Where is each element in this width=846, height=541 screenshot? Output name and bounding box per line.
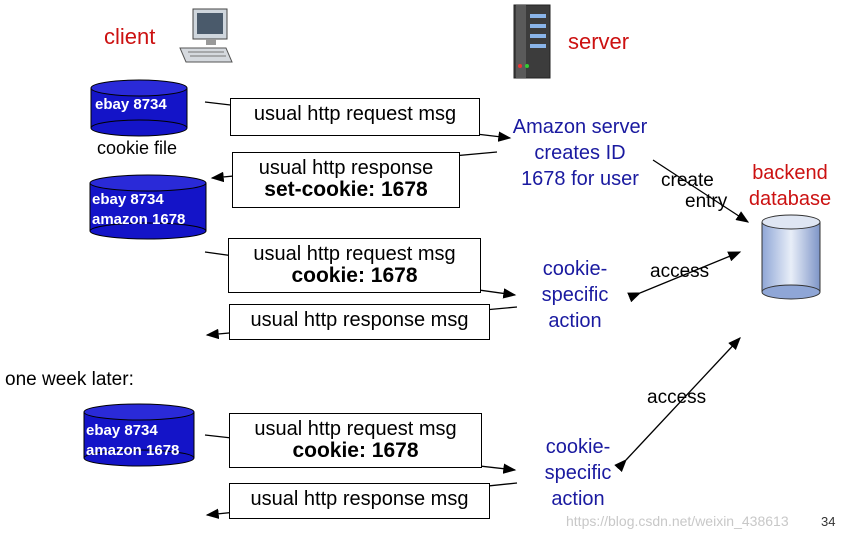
action-2-line2: specific	[544, 462, 612, 484]
client-computer-icon	[179, 8, 233, 63]
cookie-file-label: cookie file	[97, 138, 178, 158]
arrow-access-1	[627, 251, 742, 303]
access-1-label: access	[650, 261, 710, 282]
server-note-line3: 1678 for user	[521, 168, 639, 190]
cookie-store-1-cylinder	[90, 79, 188, 137]
backend-database-cylinder	[761, 214, 821, 300]
action-1-label: cookie- specific action	[525, 256, 625, 334]
arrow-create-entry	[652, 159, 750, 223]
msg-request-3: usual http request msg cookie: 1678	[229, 413, 482, 468]
backend-database-label: backend database	[740, 160, 840, 212]
backend-line2: database	[748, 188, 832, 210]
action-1-line3: action	[548, 310, 602, 332]
msg-request-3-line2: cookie: 1678	[292, 439, 419, 462]
create-entry-label: create entry	[661, 170, 727, 212]
msg-request-1-line1: usual http request msg	[253, 103, 457, 125]
msg-response-1: usual http response set-cookie: 1678	[232, 152, 460, 208]
action-1-line1: cookie-	[542, 258, 608, 280]
action-2-line3: action	[551, 488, 605, 510]
store-1-text: ebay 8734	[95, 95, 167, 115]
store-3-line2: amazon 1678	[86, 442, 180, 459]
msg-request-2-line2: cookie: 1678	[291, 264, 418, 287]
create-entry-line1: create	[661, 170, 714, 191]
store-1-line1: ebay 8734	[95, 96, 167, 113]
server-label: server	[568, 29, 630, 54]
action-2-line1: cookie-	[545, 436, 611, 458]
access-2-label: access	[647, 387, 707, 408]
msg-request-2: usual http request msg cookie: 1678	[228, 238, 481, 293]
client-label: client	[104, 24, 156, 49]
cookie-store-2-cylinder	[89, 174, 207, 240]
msg-response-3-line1: usual http response msg	[250, 488, 469, 510]
server-note-line1: Amazon server	[512, 116, 648, 138]
store-2-line2: amazon 1678	[92, 211, 186, 228]
msg-response-1-line1: usual http response	[258, 157, 434, 179]
action-2-label: cookie- specific action	[528, 434, 628, 512]
msg-request-1: usual http request msg	[230, 98, 480, 136]
msg-request-2-line1: usual http request msg	[253, 243, 456, 265]
create-entry-line2: entry	[685, 191, 728, 212]
cookie-store-3-cylinder	[83, 403, 195, 467]
store-3-text: ebay 8734 amazon 1678	[86, 421, 179, 461]
one-week-later-label: one week later:	[5, 369, 134, 390]
arrow-access-2	[614, 337, 741, 473]
page-number: 34	[821, 514, 836, 529]
server-note-line2: creates ID	[534, 142, 626, 164]
action-1-line2: specific	[541, 284, 609, 306]
backend-line1: backend	[752, 162, 828, 184]
msg-request-3-line1: usual http request msg	[254, 418, 457, 440]
msg-response-2-line1: usual http response msg	[250, 309, 469, 331]
server-note: Amazon server creates ID 1678 for user	[500, 114, 660, 192]
watermark: https://blog.csdn.net/weixin_438613	[566, 513, 789, 529]
server-tower-icon	[513, 4, 551, 79]
store-2-text: ebay 8734 amazon 1678	[92, 190, 185, 230]
msg-response-3: usual http response msg	[229, 483, 490, 519]
msg-response-1-line2: set-cookie: 1678	[264, 178, 428, 201]
msg-response-2: usual http response msg	[229, 304, 490, 340]
store-2-line1: ebay 8734	[92, 191, 164, 208]
store-3-line1: ebay 8734	[86, 422, 158, 439]
